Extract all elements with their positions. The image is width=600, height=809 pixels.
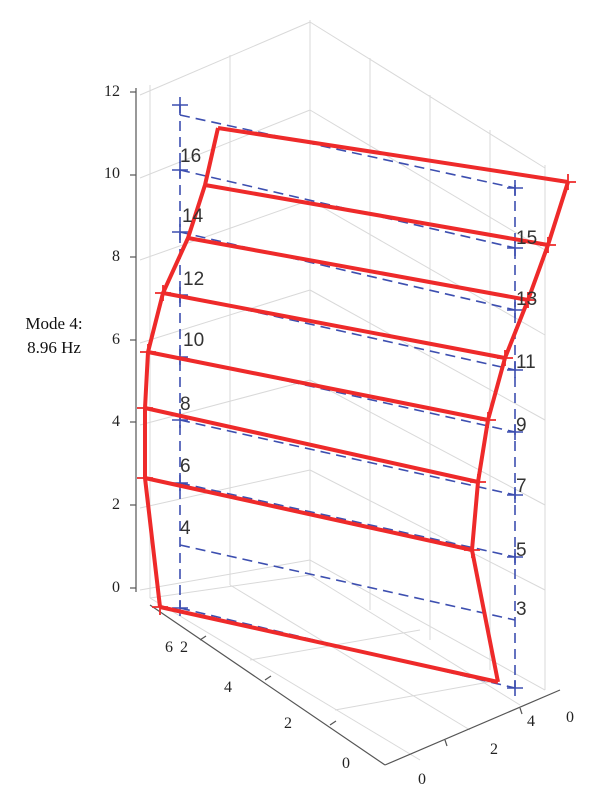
deformed-frame: [143, 126, 570, 684]
z-tick: 12: [104, 83, 120, 100]
x-tick: 0: [342, 755, 350, 772]
y-tick: 2: [490, 741, 498, 758]
z-tick: 4: [112, 413, 120, 430]
z-axis: [130, 88, 137, 592]
z-tick: 8: [112, 248, 120, 265]
node-labels: 16 14 12 10 8 6 4 15 13 11 9 7 5 3: [180, 146, 537, 620]
y-tick: 4: [527, 713, 535, 730]
mode-frequency: 8.96 Hz: [27, 338, 81, 357]
node-label: 15: [516, 228, 537, 249]
z-tick: 6: [112, 331, 120, 348]
z-axis-ticks: 12 10 8 6 4 2 0: [104, 83, 120, 596]
x-tick: 6: [165, 639, 173, 656]
y-tick: 0: [418, 771, 426, 788]
z-tick: 2: [112, 496, 120, 513]
node-label: 16: [180, 146, 201, 167]
node-label: 6: [180, 456, 191, 477]
node-label: 4: [180, 518, 191, 539]
x-tick: 4: [224, 679, 232, 696]
x-tick: 2: [180, 639, 188, 656]
node-label: 12: [183, 269, 204, 290]
mode-label: Mode 4: 8.96 Hz: [8, 312, 100, 360]
y-axis-ticks: 0 2 4 0: [418, 709, 574, 788]
y-tick: 0: [566, 709, 574, 726]
node-label: 3: [516, 599, 527, 620]
deformed-nodes: [137, 174, 576, 615]
floor-axes: [149, 604, 561, 766]
node-label: 5: [516, 540, 527, 561]
node-label: 14: [182, 206, 204, 227]
z-tick: 10: [104, 165, 120, 182]
x-axis-ticks: 6 2 4 2 0: [165, 639, 350, 772]
node-label: 11: [516, 352, 536, 373]
node-label: 8: [180, 394, 191, 415]
node-label: 13: [516, 289, 537, 310]
grid-lines: [139, 20, 546, 761]
node-label: 10: [183, 330, 204, 351]
node-label: 9: [516, 415, 527, 436]
node-label: 7: [516, 476, 527, 497]
mode-number: Mode 4:: [25, 314, 83, 333]
z-tick: 0: [112, 579, 120, 596]
x-tick: 2: [284, 715, 292, 732]
